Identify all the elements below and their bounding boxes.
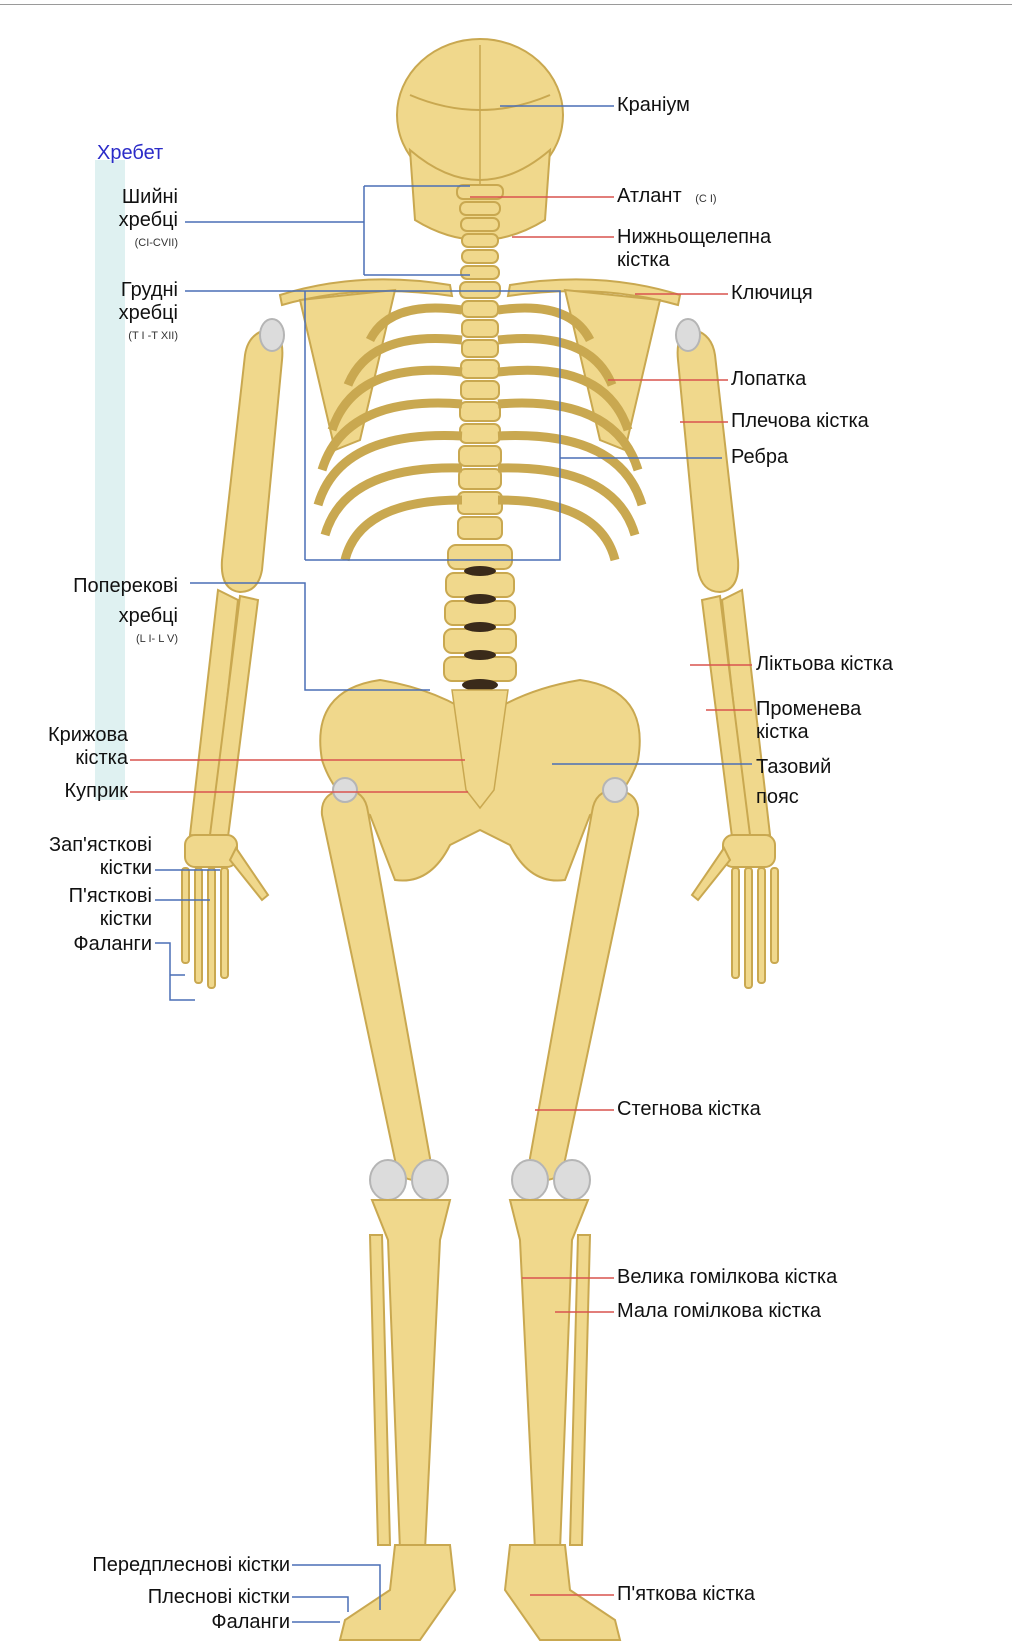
pelvis-line2: пояс — [756, 786, 799, 808]
lumbar-line1: Поперекові — [73, 575, 178, 597]
thoracic-line1: Грудні — [120, 279, 178, 301]
cranium-label: Краніум — [617, 94, 690, 116]
calcaneus-label: П'яткова кістка — [617, 1583, 756, 1605]
lumbar-discs — [462, 566, 498, 691]
spine-band — [95, 160, 125, 800]
knee-cartilage — [369, 1159, 591, 1201]
hand-phalanges-label: Фаланги — [73, 933, 152, 955]
cervical-line1: Шийні — [121, 186, 178, 208]
joint-cartilage — [259, 318, 701, 803]
cervical-line2: хребці — [118, 209, 178, 231]
skeleton — [181, 38, 779, 1641]
ulna-label: Ліктьова кістка — [756, 653, 893, 675]
tibia-label: Велика гомілкова кістка — [617, 1266, 838, 1288]
carpals-line1: Зап'ясткові — [48, 834, 152, 856]
mandible-label: Нижньощелепна кістка — [617, 226, 771, 272]
scapula-label: Лопатка — [731, 368, 807, 390]
ribcage — [313, 303, 647, 562]
sacrum-line2: кістка — [75, 747, 128, 769]
lumbar-range: (L I- L V) — [136, 633, 178, 645]
metatarsals-label: Плеснові кістки — [147, 1586, 290, 1608]
vertebral-column — [443, 184, 517, 682]
hand-left — [181, 834, 270, 989]
thoracic-label: Грудні хребці (T I -T XII) — [119, 279, 178, 348]
sacrum — [451, 689, 509, 810]
femur-label: Стегнова кістка — [617, 1098, 761, 1120]
sacrum-label: Крижова кістка — [48, 724, 128, 770]
leader-lines — [130, 105, 752, 1623]
fibula-right — [568, 1234, 592, 1546]
carpals-line2: кістки — [99, 857, 152, 879]
coccyx-label: Куприк — [64, 780, 128, 802]
thoracic-line2: хребці — [118, 302, 178, 324]
tarsals-label: Передплеснові кістки — [92, 1554, 290, 1576]
metacarpals-line1: П'ясткові — [68, 885, 152, 907]
cervical-range: (CI-CVII) — [134, 237, 178, 249]
thoracic-range: (T I -T XII) — [128, 330, 178, 342]
radius-line2: кістка — [756, 721, 809, 743]
pelvis-label: Тазовий пояс — [756, 752, 831, 812]
mandible-line2: кістка — [617, 249, 670, 271]
radius-label: Променева кістка — [756, 698, 861, 744]
carpals-label: Зап'ясткові кістки — [49, 834, 152, 880]
humerus-right — [676, 328, 740, 594]
foot-phalanges-label: Фаланги — [211, 1611, 290, 1633]
top-divider — [0, 4, 1012, 5]
humerus-left — [220, 328, 284, 594]
foot-left — [338, 1544, 457, 1641]
fibula-left — [368, 1234, 392, 1546]
ribs-label: Ребра — [731, 446, 789, 468]
lumbar-label: Поперекові хребці (L I- L V) — [73, 571, 178, 647]
fibula-label: Мала гомілкова кістка — [617, 1300, 822, 1322]
mandible-line1: Нижньощелепна — [617, 226, 772, 248]
clavicle-label: Ключиця — [731, 282, 813, 304]
hand-right — [690, 834, 779, 989]
foot-right — [503, 1544, 622, 1641]
cervical-label: Шийні хребці (CI-CVII) — [119, 186, 178, 255]
atlas-name: Атлант — [617, 185, 682, 207]
metacarpals-label: П'ясткові кістки — [69, 885, 152, 931]
humerus-label: Плечова кістка — [731, 410, 869, 432]
spine-title: Хребет — [97, 142, 164, 164]
metacarpals-line2: кістки — [99, 908, 152, 930]
lumbar-line2: хребці — [118, 605, 178, 627]
atlas-label: Атлант (C I) — [617, 185, 717, 211]
atlas-code: (C I) — [695, 193, 717, 205]
radius-line1: Променева — [756, 698, 862, 720]
sacrum-line1: Крижова — [48, 724, 128, 746]
pelvis-line1: Тазовий — [756, 756, 832, 778]
